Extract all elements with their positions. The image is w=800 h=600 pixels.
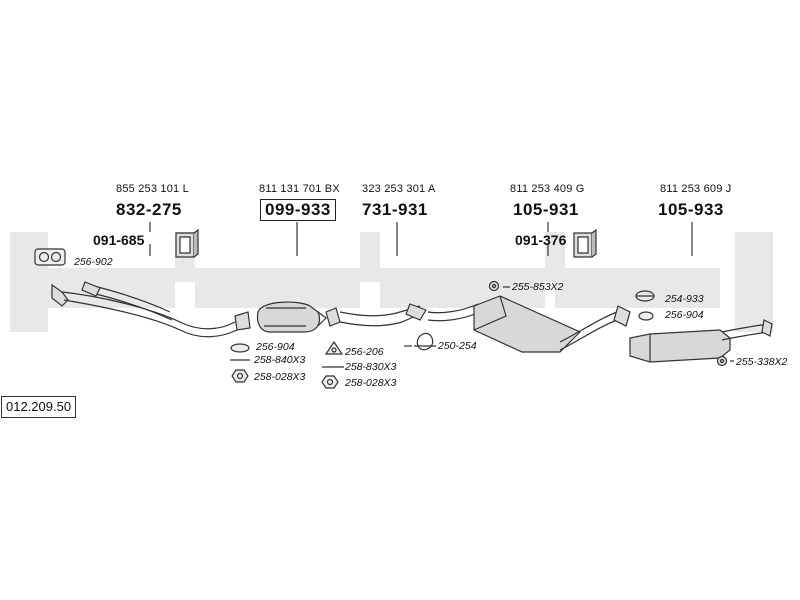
part-label: 256-902 <box>74 256 113 268</box>
ref-label-3: 323 253 301 A <box>362 183 436 195</box>
middle-pipe-icon <box>325 303 427 327</box>
ref-label-2: 811 131 701 BX <box>259 183 340 195</box>
middle-muffler-icon <box>427 295 631 353</box>
ref-label-5: 811 253 609 J <box>660 183 732 195</box>
ref-label: 855 253 101 L <box>116 183 189 195</box>
part-number-4: 105-931 <box>513 200 579 219</box>
clamp-icon <box>414 332 436 351</box>
watermark <box>10 232 773 332</box>
part-number-3: 731-931 <box>362 200 428 219</box>
gasket-icon-2 <box>638 311 654 321</box>
part-number-2: 099-933 <box>260 199 336 221</box>
catalytic-converter-icon <box>234 301 327 333</box>
bracket-part-number: 091-685 <box>93 232 145 248</box>
nut-icon-2 <box>321 375 339 389</box>
bracket-icon-2 <box>573 228 597 258</box>
part-label: 256-206 <box>345 346 384 358</box>
front-pipe-icon <box>51 281 238 338</box>
diagram-id: 012.209.50 <box>1 396 77 418</box>
part-number-5: 105-933 <box>658 200 724 219</box>
part-label: 256-904 <box>256 341 295 353</box>
part-label: 256-904 <box>665 309 704 321</box>
part-label: 250-254 <box>438 340 477 352</box>
part-label: 255-853X2 <box>512 281 564 293</box>
triangle-gasket-icon <box>324 340 344 355</box>
ref-label-4: 811 253 409 G <box>510 183 585 195</box>
part-label: 258-028X3 <box>254 371 306 383</box>
part-label: 258-840X3 <box>254 354 306 366</box>
hanger-icon <box>488 280 500 292</box>
part-label: 255-338X2 <box>736 356 788 368</box>
part-label: 258-028X3 <box>345 377 397 389</box>
bracket-icon <box>175 228 199 258</box>
clamp-icon-2 <box>635 290 655 302</box>
hanger-icon-2 <box>716 355 728 367</box>
rear-muffler-icon <box>629 319 773 363</box>
bracket-part-number-2: 091-376 <box>515 232 567 248</box>
front-gasket-icon <box>34 248 66 266</box>
gasket-icon <box>230 343 250 353</box>
part-label: 258-830X3 <box>345 361 397 373</box>
nut-icon <box>231 369 249 383</box>
part-number: 832-275 <box>116 200 182 219</box>
part-label: 254-933 <box>665 293 704 305</box>
